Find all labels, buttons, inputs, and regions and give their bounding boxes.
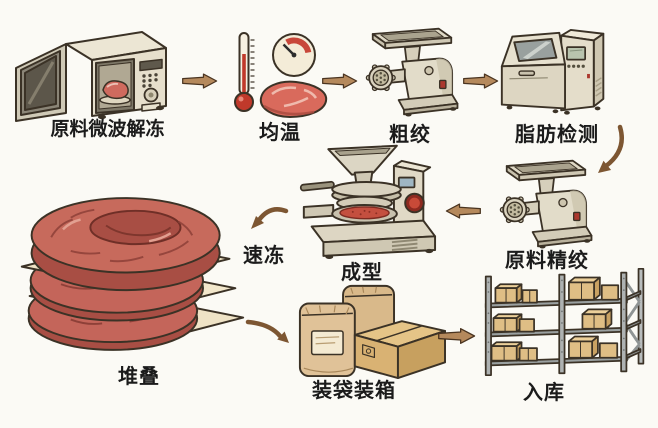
label-store: 入库 (523, 382, 565, 404)
arrow-curved-left-icon (251, 207, 289, 229)
bags-and-box-illustration (298, 284, 446, 380)
label-temper: 均温 (259, 122, 301, 144)
label-pack: 装袋装箱 (312, 380, 396, 402)
label-thaw: 原料微波解冻 (50, 119, 165, 140)
microwave-illustration (15, 31, 167, 122)
arrow-right-2-icon (322, 73, 358, 89)
arrow-right-3-icon (463, 73, 499, 89)
step-temper (224, 30, 336, 124)
label-fat-test: 脂肪检测 (515, 124, 599, 146)
step-pack (288, 280, 453, 380)
label-fine-grind: 原料精绞 (505, 250, 589, 272)
label-stack: 堆叠 (118, 366, 160, 388)
step-forming (296, 144, 438, 264)
meat-grinder-coarse-illustration (362, 26, 462, 117)
step-fat-test (498, 24, 611, 122)
stacked-patties-illustration (20, 197, 245, 351)
fat-analyzer-illustration (500, 28, 605, 115)
label-forming: 成型 (341, 262, 383, 284)
step-thaw (10, 18, 170, 122)
arrow-curved-down-right-icon (245, 319, 289, 343)
label-freeze: 速冻 (243, 245, 285, 267)
arrow-curved-down-icon (598, 124, 624, 173)
patty-forming-machine-illustration (299, 144, 437, 260)
step-coarse-grind (362, 26, 462, 117)
label-coarse-grind: 粗绞 (389, 124, 431, 146)
arrow-right-4-icon (438, 328, 476, 344)
warehouse-rack-illustration (484, 267, 645, 377)
arrow-left-icon (445, 203, 481, 219)
arrow-right-1-icon (182, 73, 218, 89)
step-store (478, 263, 654, 381)
step-fine-grind (496, 158, 596, 249)
step-stack (12, 182, 252, 364)
meat-grinder-fine-illustration (496, 158, 596, 249)
thermometer-gauge-meat-illustration (234, 32, 328, 118)
